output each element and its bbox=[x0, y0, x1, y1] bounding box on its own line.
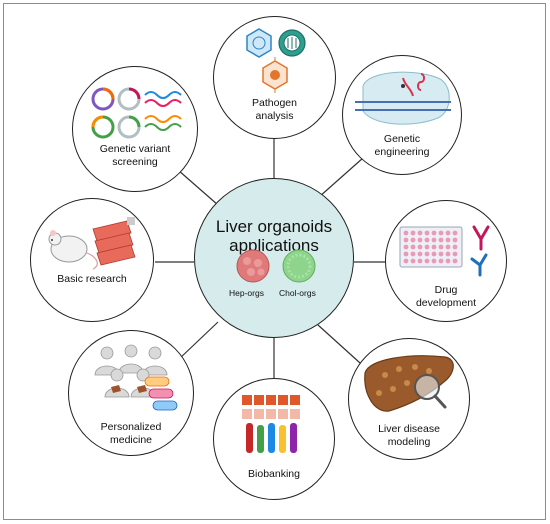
chol-organoid-icon bbox=[282, 249, 316, 283]
virus-icon bbox=[246, 28, 306, 93]
connector-genetic-variant bbox=[177, 169, 219, 206]
node-drug-development: Drug development bbox=[385, 200, 507, 322]
node-biobanking: Biobanking bbox=[213, 378, 335, 500]
chol-orgs-label: Chol-orgs bbox=[279, 288, 316, 298]
hep-organoid-icon bbox=[236, 249, 270, 283]
plasmid-dna-icon bbox=[91, 87, 182, 139]
liver-magnifier-icon bbox=[364, 355, 454, 412]
node-liver-disease-modeling: Liver disease modeling bbox=[348, 338, 470, 460]
center-title: Liver organoids applications bbox=[215, 217, 333, 255]
biobanking-label: Biobanking bbox=[248, 468, 300, 480]
well-plate-icon bbox=[399, 225, 490, 277]
basic-research-label: Basic research bbox=[57, 273, 127, 285]
patients-pills-icon bbox=[94, 344, 178, 411]
node-pathogen-analysis: Pathogen analysis bbox=[213, 16, 336, 139]
node-basic-research: Basic research bbox=[30, 198, 154, 322]
node-genetic-variant-screening: Genetic variant screening bbox=[72, 66, 198, 192]
sample-tubes-icon bbox=[242, 395, 300, 453]
connector-personalized bbox=[177, 321, 219, 361]
mouse-flasks-icon bbox=[48, 217, 136, 270]
genetic-engineering-label: Genetic engineering bbox=[374, 133, 430, 158]
node-genetic-engineering: Genetic engineering bbox=[342, 55, 462, 175]
node-personalized-medicine: Personalized medicine bbox=[68, 330, 194, 456]
center-hub: Liver organoids applications Hep-orgs Ch… bbox=[194, 178, 354, 338]
organoid-icons bbox=[236, 249, 316, 283]
liver-disease-modeling-label: Liver disease modeling bbox=[378, 423, 440, 448]
pathogen-analysis-label: Pathogen analysis bbox=[252, 97, 297, 122]
drug-development-label: Drug development bbox=[415, 284, 477, 309]
hep-orgs-label: Hep-orgs bbox=[229, 288, 264, 298]
genetic-variant-screening-label: Genetic variant screening bbox=[99, 143, 171, 168]
personalized-medicine-label: Personalized medicine bbox=[100, 421, 162, 446]
crispr-icon bbox=[355, 71, 451, 125]
